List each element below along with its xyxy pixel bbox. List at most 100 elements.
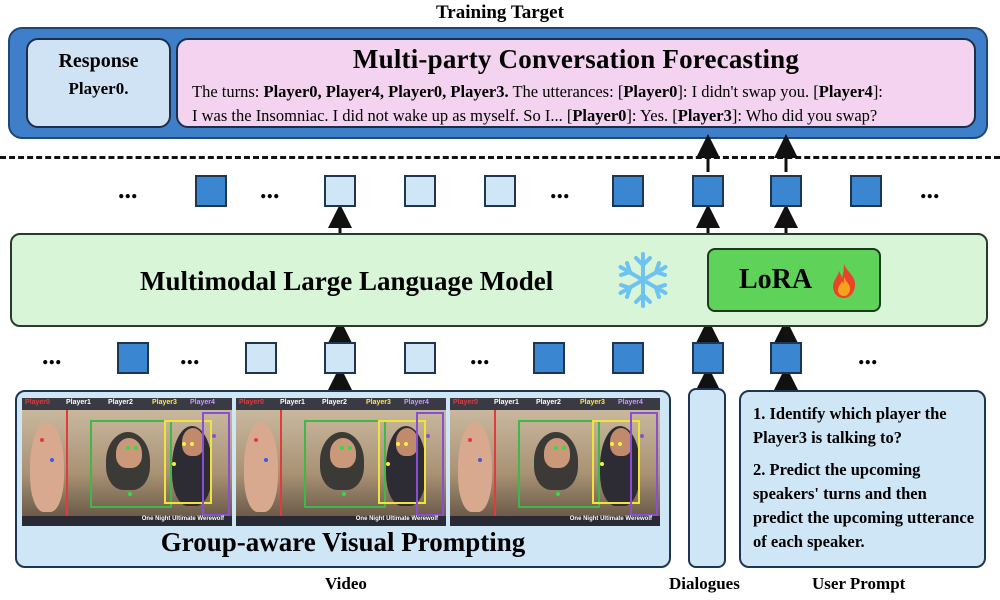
output-token: [324, 175, 356, 207]
frame-footer: One Night Ultimate Werewolf: [450, 516, 660, 526]
fire-icon: [833, 264, 856, 298]
output-token: [850, 175, 882, 207]
ellipsis: ...: [858, 341, 878, 370]
keypoint: [404, 442, 408, 446]
person: [458, 422, 492, 512]
frame-player-label: Player3: [366, 399, 391, 406]
forecast-segment: Player0, Player4, Player0, Player3.: [263, 82, 509, 101]
keypoint: [556, 492, 560, 496]
player0-divider: [66, 410, 68, 516]
keypoint: [640, 434, 644, 438]
person: [330, 438, 356, 468]
frame-player-label: Player1: [280, 399, 305, 406]
frame-footer: One Night Ultimate Werewolf: [22, 516, 232, 526]
response-box: Response Player0.: [26, 38, 171, 128]
keypoint: [618, 442, 622, 446]
frame-footer: One Night Ultimate Werewolf: [236, 516, 446, 526]
dialogues-label: Dialogues: [669, 574, 740, 593]
person: [544, 438, 570, 468]
output-token: [692, 175, 724, 207]
keypoint: [128, 492, 132, 496]
ellipsis: ...: [920, 175, 940, 204]
forecast-segment: The utterances: [: [508, 82, 624, 101]
player4-box: [416, 412, 444, 516]
forecast-segment: ]: Who did you swap?: [731, 106, 878, 125]
snowflake-icon: [618, 252, 668, 308]
prompt-item-1: 1. Identify which player the Player3 is …: [753, 404, 947, 447]
dialogues-panel: [688, 388, 726, 568]
frame-footer-text: One Night Ultimate Werewolf: [141, 516, 224, 522]
keypoint: [126, 446, 130, 450]
video-label: Video: [325, 574, 367, 593]
frame-player-label: Player3: [580, 399, 605, 406]
output-token: [195, 175, 227, 207]
keypoint: [396, 442, 400, 446]
frame-player-label: Player4: [618, 399, 643, 406]
forecast-segment: ]: Yes. [: [626, 106, 678, 125]
user-prompt-panel: 1. Identify which player the Player3 is …: [739, 390, 986, 568]
keypoint: [386, 462, 390, 466]
prompt-item-2: 2. Predict the upcoming speakers' turns …: [753, 460, 975, 551]
frame-player-label: Player4: [190, 399, 215, 406]
frame-player-label: Player2: [322, 399, 347, 406]
frame-player-label: Player0: [25, 399, 50, 406]
output-token: [770, 175, 802, 207]
keypoint: [468, 438, 472, 442]
person: [116, 438, 142, 468]
player0-divider: [280, 410, 282, 516]
user-prompt-label: User Prompt: [812, 574, 906, 593]
frame-player-label: Player1: [66, 399, 91, 406]
forecast-text: The turns: Player0, Player4, Player0, Pl…: [192, 80, 964, 128]
ellipsis: ...: [42, 341, 62, 370]
player4-box: [630, 412, 658, 516]
forecast-segment: The turns:: [192, 82, 264, 101]
ellipsis: ...: [118, 175, 138, 204]
response-value: Player0.: [68, 79, 129, 98]
keypoint: [426, 434, 430, 438]
ellipsis: ...: [470, 341, 490, 370]
training-target-title: Training Target: [436, 2, 564, 23]
frame-header: [236, 398, 446, 410]
ellipsis: ...: [550, 175, 570, 204]
keypoint: [600, 462, 604, 466]
keypoint: [182, 442, 186, 446]
frame-player-label: Player1: [494, 399, 519, 406]
llm-label: Multimodal Large Language Model: [140, 266, 554, 296]
input-token: [692, 342, 724, 374]
lora-label: LoRA: [739, 264, 813, 295]
frame-header: [450, 398, 660, 410]
frame-player-label: Player0: [239, 399, 264, 406]
keypoint: [348, 446, 352, 450]
frame-footer-text: One Night Ultimate Werewolf: [355, 516, 438, 522]
input-token: [612, 342, 644, 374]
keypoint: [610, 442, 614, 446]
video-frame: One Night Ultimate Werewolf Player0 Playe…: [22, 398, 232, 526]
keypoint: [190, 442, 194, 446]
forecast-segment: Player0: [572, 106, 627, 125]
input-token: [404, 342, 436, 374]
output-token: [484, 175, 516, 207]
player3-box: [592, 420, 640, 504]
keypoint: [40, 438, 44, 442]
forecast-segment: ]: I didn't swap you. [: [677, 82, 819, 101]
keypoint: [340, 446, 344, 450]
forecast-segment: Player4: [818, 82, 873, 101]
keypoint: [554, 446, 558, 450]
keypoint: [342, 492, 346, 496]
forecast-segment: Player3: [677, 106, 732, 125]
forecast-segment: Player0: [623, 82, 678, 101]
frame-player-label: Player3: [152, 399, 177, 406]
keypoint: [562, 446, 566, 450]
ellipsis: ...: [180, 341, 200, 370]
player0-divider: [494, 410, 496, 516]
input-token: [245, 342, 277, 374]
frame-player-label: Player4: [404, 399, 429, 406]
keypoint: [254, 438, 258, 442]
output-token: [612, 175, 644, 207]
player3-box: [378, 420, 426, 504]
input-token: [117, 342, 149, 374]
person: [30, 422, 64, 512]
frame-player-label: Player0: [453, 399, 478, 406]
video-frame: One Night Ultimate Werewolf Player0 Playe…: [450, 398, 660, 526]
